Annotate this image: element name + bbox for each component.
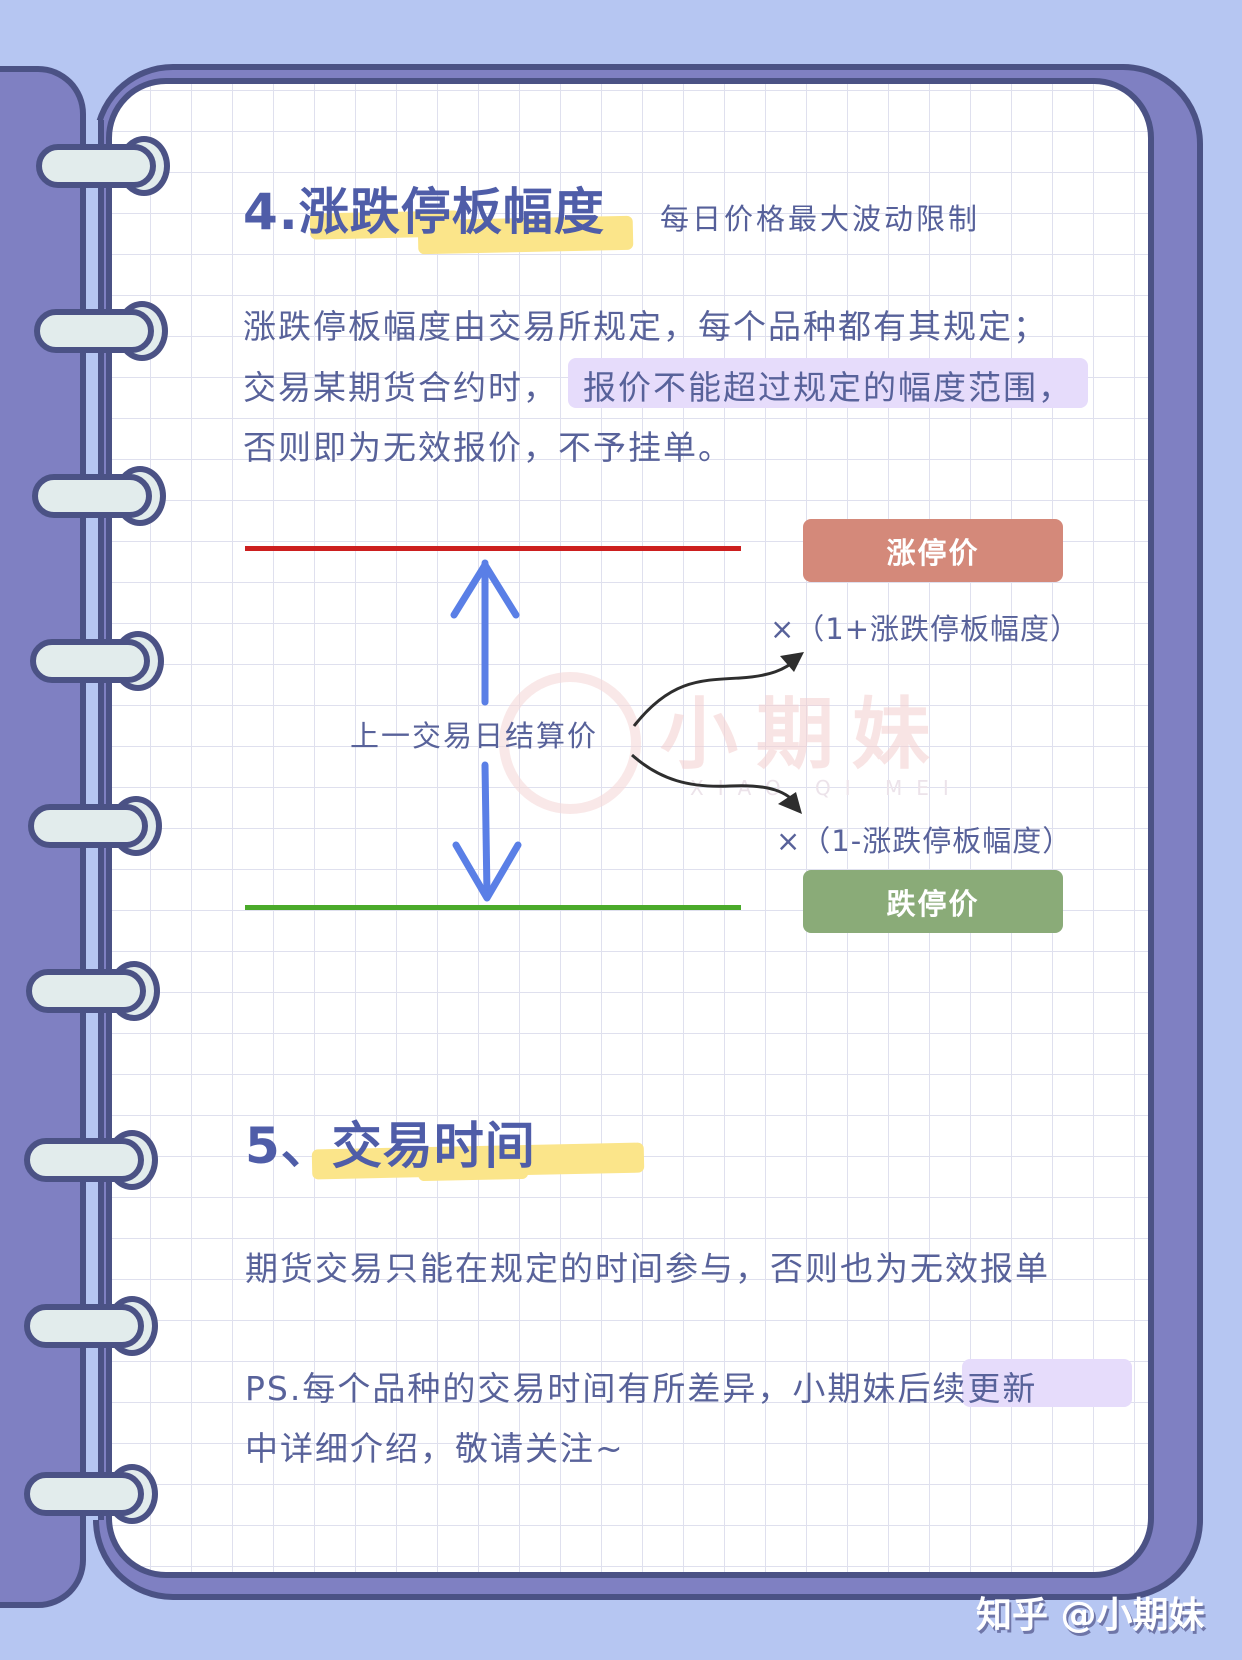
- section5-line-1: 期货交易只能在规定的时间参与，否则也为无效报单: [245, 1249, 1050, 1288]
- section4-line-3: 否则即为无效报价，不予挂单。: [243, 428, 733, 467]
- limit-down-tag: 跌停价: [803, 870, 1063, 933]
- ring-icon: [36, 144, 156, 188]
- ring-icon: [34, 309, 154, 353]
- ring-icon: [32, 474, 152, 518]
- limit-up-formula: ×（1+涨跌停板幅度）: [770, 612, 1081, 646]
- zhihu-credit: 知乎 @小期妹: [976, 1595, 1205, 1636]
- up-down-arrows-icon: [450, 559, 522, 902]
- ps-text: PS.每个品种的交易时间有所差异，小期妹: [245, 1369, 898, 1408]
- watermark: 小期妹: [660, 690, 949, 780]
- watermark-subtitle: XIAO QI MEI: [690, 776, 963, 800]
- section4-subtitle: 每日价格最大波动限制: [660, 202, 981, 236]
- watermark-logo-icon: [499, 672, 641, 814]
- branch-arrows-icon: [631, 652, 804, 814]
- ring-icon: [24, 1304, 144, 1348]
- ring-icon: [30, 639, 150, 683]
- section5-ps-line-2: 中详细介绍，敬请关注~: [245, 1429, 625, 1468]
- ring-icon: [24, 1472, 144, 1516]
- limit-up-tag: 涨停价: [803, 519, 1063, 582]
- limit-down-formula: ×（1-涨跌停板幅度）: [776, 824, 1073, 858]
- notebook-page: [106, 78, 1154, 1578]
- section4-line-2b: 报价不能超过规定的幅度范围，: [583, 368, 1073, 407]
- ring-icon: [26, 969, 146, 1013]
- section5-ps-line: PS.每个品种的交易时间有所差异，小期妹后续更新: [245, 1362, 1037, 1410]
- ring-icon: [24, 1138, 144, 1182]
- text-highlight: [568, 358, 1088, 408]
- limit-down-line: [245, 905, 741, 910]
- text-highlight: [962, 1359, 1132, 1407]
- section4-line-2a: 交易某期货合约时，: [243, 368, 558, 407]
- ps-highlight-text: 后续更新: [897, 1369, 1038, 1408]
- section4-line-1: 涨跌停板幅度由交易所规定，每个品种都有其规定；: [243, 307, 1048, 346]
- limit-up-line: [245, 546, 741, 551]
- ring-icon: [28, 804, 148, 848]
- section5-title: 5、交易时间: [245, 1117, 536, 1175]
- settlement-price-label: 上一交易日结算价: [350, 719, 599, 753]
- section4-title: 4.涨跌停板幅度: [243, 183, 605, 241]
